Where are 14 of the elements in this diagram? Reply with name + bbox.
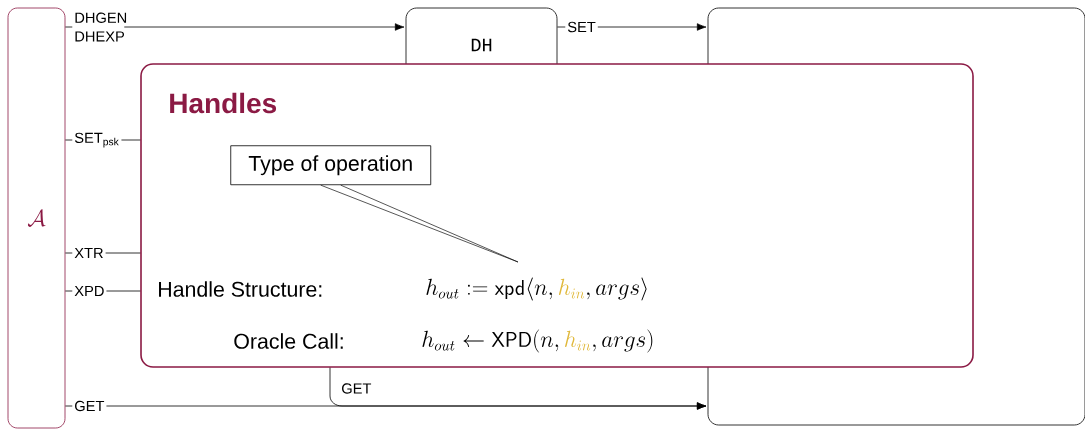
adversary-box: $\mathcal{A}$ [7, 7, 66, 429]
arrow [329, 366, 707, 410]
edge-label: XPD [72, 283, 107, 299]
edge-label: GET [339, 381, 374, 396]
formula: $h_{out} := \textsf{xpd}\langle n, \textcolor[HTML]{E0B83A}{h_{in}}, args\rangle$ [426, 277, 647, 301]
edge-label: SET$_{psk}$ [72, 130, 122, 150]
formula: $h_{out} \leftarrow \textsf{XPD}\big(n, \textcolor[HTML]{E0B83A}{h_{in}}, args\big)$ [422, 329, 653, 353]
edge-label: XTR [72, 245, 106, 261]
callout-box: Type of operation [230, 145, 432, 186]
row-label: Oracle Call: [234, 333, 343, 349]
row-label: Handle Structure: [159, 281, 322, 297]
edge-label: DHGEN DHEXP [72, 10, 127, 44]
edge-label: GET [72, 398, 107, 414]
edge-label: SET [565, 19, 598, 35]
